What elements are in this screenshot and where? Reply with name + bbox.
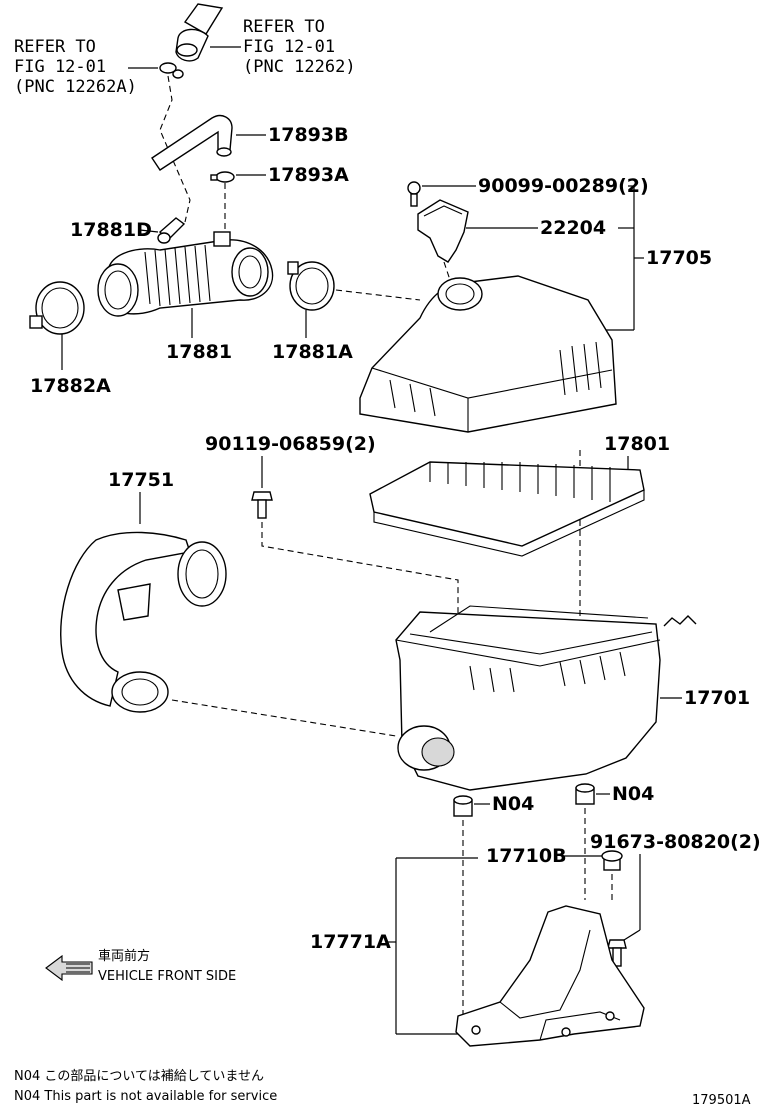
clamp-17893a: [210, 171, 235, 183]
clamp-17882a: [29, 281, 85, 335]
label-17893b: 17893B: [268, 124, 349, 146]
filter-element-17801: [369, 461, 645, 557]
refer-left-line2: FIG 12-01: [14, 57, 106, 77]
label-17881d: 17881D: [70, 219, 152, 241]
air-cleaner-case-17701: [395, 605, 697, 791]
refer-right-line3: (PNC 12262): [243, 57, 356, 77]
label-90099: 90099-00289(2): [478, 175, 649, 197]
clamp-12262a: [159, 62, 184, 79]
front-arrow-icon: [45, 954, 93, 982]
clamp-17881a: [287, 261, 335, 311]
label-22204: 22204: [540, 217, 606, 239]
label-17701: 17701: [684, 687, 750, 709]
label-17705: 17705: [646, 247, 712, 269]
bolt-91673: [607, 939, 627, 967]
hose-17893b: [151, 114, 233, 171]
refer-left-line3: (PNC 12262A): [14, 77, 137, 97]
label-17881: 17881: [166, 341, 232, 363]
grommet-n04-right: [575, 783, 595, 805]
label-17751: 17751: [108, 469, 174, 491]
bolt-90099: [407, 181, 421, 207]
figure-id: 179501A: [692, 1093, 751, 1108]
refer-right-line2: FIG 12-01: [243, 37, 335, 57]
cushion-17710b: [601, 850, 623, 871]
note-jp: N04 この部品については補給していません: [14, 1069, 264, 1084]
bracket-17771a: [455, 905, 645, 1047]
sensor-22204: [417, 199, 469, 263]
label-17801: 17801: [604, 433, 670, 455]
label-90119: 90119-06859(2): [205, 433, 376, 455]
label-17882a: 17882A: [30, 375, 111, 397]
label-17893a: 17893A: [268, 164, 349, 186]
hose-17881: [97, 231, 274, 317]
duct-17751: [60, 531, 227, 713]
hose-12262: [175, 3, 224, 62]
label-n04-right: N04: [612, 783, 654, 805]
refer-right-line1: REFER TO: [243, 17, 325, 37]
note-en: N04 This part is not available for servi…: [14, 1089, 277, 1104]
label-17771a: 17771A: [310, 931, 391, 953]
air-cleaner-cap-17705: [359, 275, 617, 433]
bolt-90119: [251, 491, 273, 519]
front-side-jp: 車両前方: [98, 948, 150, 964]
front-side-en: VEHICLE FRONT SIDE: [98, 969, 236, 984]
grommet-n04-left: [453, 795, 473, 817]
label-91673: 91673-80820(2): [590, 831, 760, 853]
label-17710b: 17710B: [486, 845, 567, 867]
label-n04-left: N04: [492, 793, 534, 815]
label-17881a: 17881A: [272, 341, 353, 363]
refer-left-line1: REFER TO: [14, 37, 96, 57]
fitting-17881d: [157, 217, 186, 244]
